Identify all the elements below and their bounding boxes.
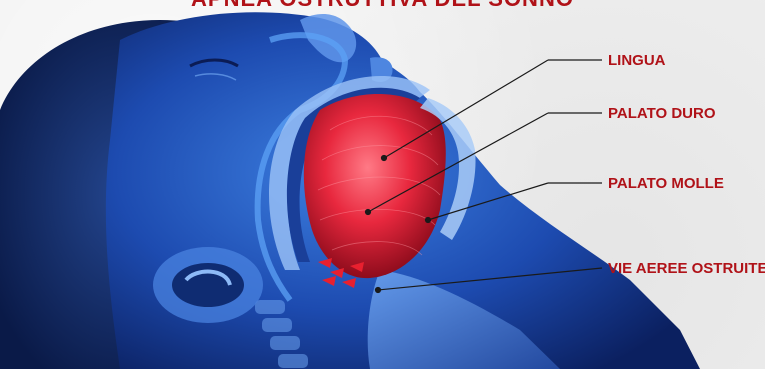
label-vie-aeree-ostruite: VIE AEREE OSTRUITE xyxy=(608,260,765,277)
label-palato-molle: PALATO MOLLE xyxy=(608,175,724,192)
label-palato-duro: PALATO DURO xyxy=(608,105,716,122)
ear xyxy=(153,247,263,323)
label-lingua: LINGUA xyxy=(608,52,666,69)
diagram-title: APNEA OSTRUTTIVA DEL SONNO xyxy=(0,0,765,12)
